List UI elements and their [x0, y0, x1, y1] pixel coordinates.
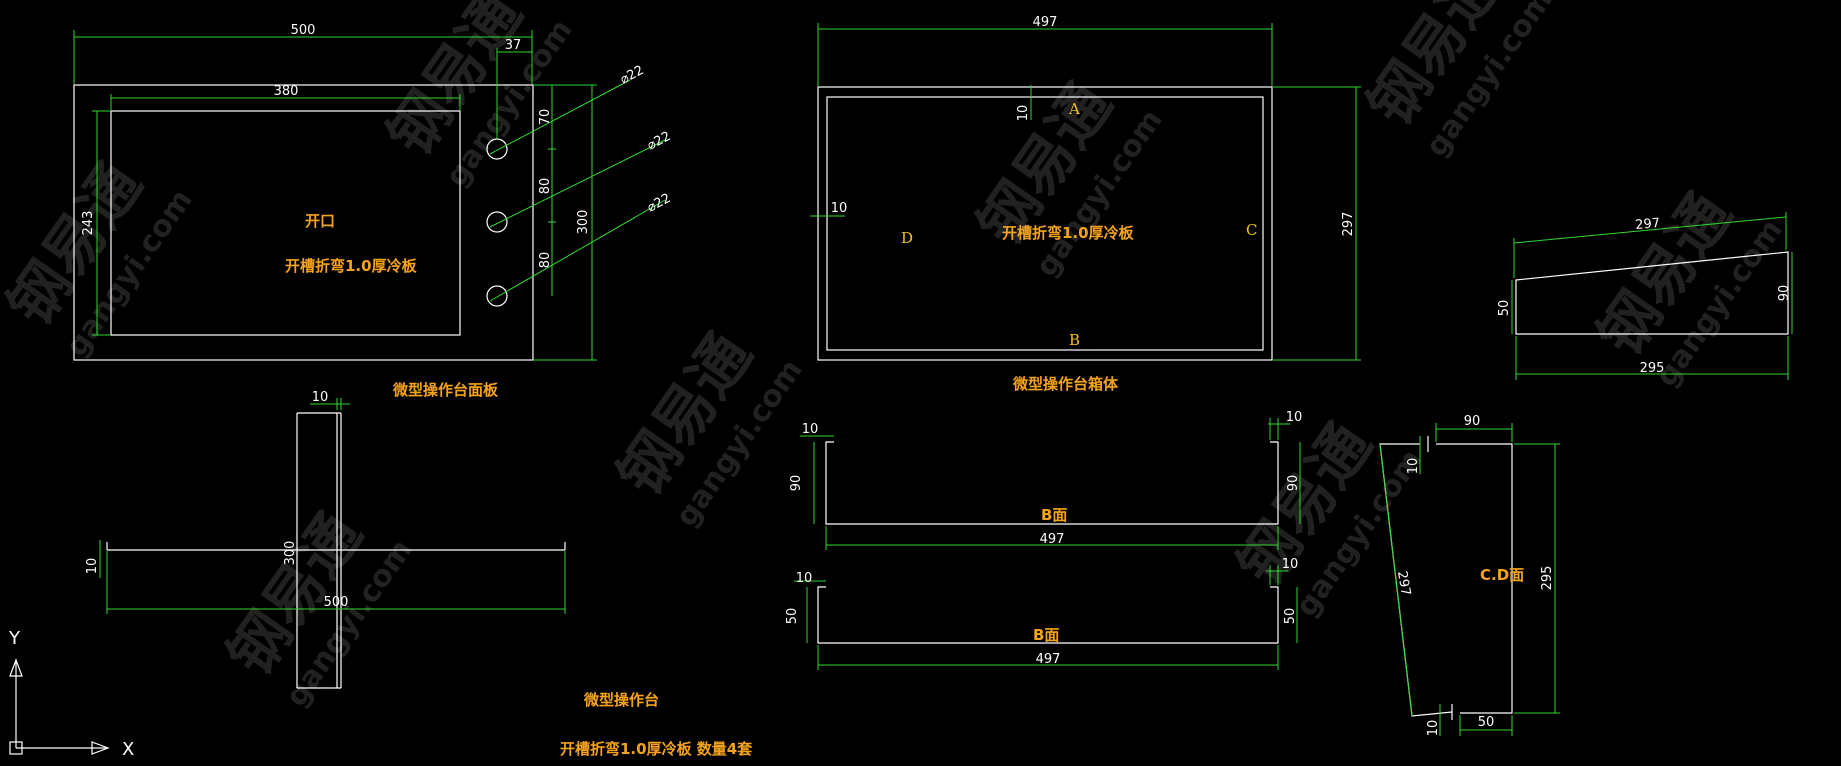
box-side-b: B: [1069, 331, 1080, 349]
footer-spec: 开槽折弯1.0厚冷板 数量4套: [560, 740, 753, 758]
cross-dimensions: [99, 398, 566, 614]
cd-face-bottom-50: 50: [1478, 715, 1495, 730]
ucs-axis-icon: Y X: [8, 628, 134, 760]
cd-face-slant-297: 297: [1394, 570, 1413, 597]
side-profile-dimensions: [1511, 212, 1793, 380]
box-height-297: 297: [1341, 212, 1356, 237]
panel-hole-diameter-1: ⌀22: [618, 63, 647, 88]
cd-face-thickness-top-10: 10: [1406, 458, 1421, 475]
footer-title: 微型操作台: [583, 691, 659, 709]
panel-opening-height-243: 243: [81, 211, 96, 236]
panel-hole-diameter-3: ⌀22: [645, 191, 674, 216]
panel-height-300: 300: [576, 210, 591, 235]
b-face-2-profile: [817, 586, 1279, 644]
b-face-2-right-10: 10: [1282, 557, 1299, 572]
box-side-d: D: [901, 229, 913, 247]
b-face-2-dimensions: [794, 565, 1298, 670]
b-face-1-left-10: 10: [802, 422, 819, 437]
cross-left-10: 10: [85, 558, 100, 575]
b-face-2-left-10: 10: [796, 571, 813, 586]
panel-width-500: 500: [291, 23, 316, 38]
cd-face-right-profile: [1436, 443, 1513, 714]
panel-hole-diameter-2: ⌀22: [645, 129, 674, 154]
panel-opening-width-380: 380: [274, 84, 299, 99]
box-side-a: A: [1068, 100, 1080, 118]
box-drawing: 497 297 10 10 A B C D 开槽折弯1.0厚冷板 微型操作台箱体: [810, 15, 1361, 393]
b-face-2-width-497: 497: [1036, 652, 1061, 667]
b-face-1-right-90: 90: [1286, 475, 1301, 492]
box-thickness-left-10: 10: [831, 201, 848, 216]
b-face-2-right-50: 50: [1283, 608, 1298, 625]
panel-caption: 微型操作台面板: [392, 381, 499, 399]
box-outer: [817, 86, 1273, 361]
panel-opening-label: 开口: [305, 212, 335, 230]
cd-face-dimensions: [1379, 423, 1560, 736]
b-face-1-label: B面: [1041, 506, 1067, 524]
b-face-1-drawing: 10 10 90 90 497 B面: [789, 410, 1302, 550]
cross-vertical-300: 300: [283, 541, 298, 566]
box-side-c: C: [1246, 221, 1257, 239]
cross-top-10: 10: [312, 390, 329, 405]
panel-hole-offset-37: 37: [505, 38, 522, 53]
panel-hole-spacing-70: 70: [538, 109, 553, 126]
b-face-1-width-497: 497: [1040, 532, 1065, 547]
cross-horizontal-500: 500: [324, 595, 349, 610]
side-profile-drawing: 297 50 90 295: [1497, 212, 1793, 380]
cd-face-top-90: 90: [1464, 414, 1481, 429]
side-left-50: 50: [1497, 300, 1512, 317]
b-face-2-drawing: 10 10 50 50 497 B面: [785, 557, 1298, 670]
side-profile-outline: [1515, 251, 1789, 335]
panel-drawing: 500 380 37 243 300 70 80 80 ⌀22 ⌀22 ⌀22 …: [73, 23, 674, 399]
panel-material-note: 开槽折弯1.0厚冷板: [285, 257, 418, 275]
cd-face-drawing: 90 10 297 295 10 50 C.D面: [1379, 414, 1560, 737]
side-bottom-295: 295: [1640, 361, 1665, 376]
panel-hole-spacing-80b: 80: [538, 252, 553, 269]
hole-2: [486, 211, 508, 233]
cd-face-height-295: 295: [1540, 566, 1555, 591]
panel-dimensions: [73, 30, 666, 361]
b-face-1-left-90: 90: [789, 475, 804, 492]
axis-x-label: X: [122, 739, 134, 760]
cross-flat-drawing: 10 10 300 500: [85, 390, 566, 689]
axis-y-label: Y: [8, 628, 21, 649]
box-thickness-top-10: 10: [1016, 105, 1031, 122]
cd-face-thickness-bottom-10: 10: [1426, 720, 1441, 737]
b-face-2-left-50: 50: [785, 608, 800, 625]
b-face-1-right-10: 10: [1286, 410, 1303, 425]
b-face-2-label: B面: [1033, 626, 1059, 644]
panel-hole-spacing-80a: 80: [538, 178, 553, 195]
hole-3: [486, 285, 508, 307]
box-width-497: 497: [1033, 15, 1058, 30]
cd-face-label: C.D面: [1480, 566, 1524, 584]
box-material-note: 开槽折弯1.0厚冷板: [1002, 224, 1135, 242]
side-top-297: 297: [1635, 216, 1661, 233]
panel-opening: [110, 110, 461, 336]
side-right-90: 90: [1777, 285, 1792, 302]
b-face-1-profile: [825, 441, 1279, 525]
b-face-1-dimensions: [800, 418, 1301, 550]
box-inner: [826, 96, 1264, 351]
box-caption: 微型操作台箱体: [1012, 375, 1119, 393]
panel-outline: [73, 84, 534, 361]
box-dimensions: [810, 23, 1361, 361]
